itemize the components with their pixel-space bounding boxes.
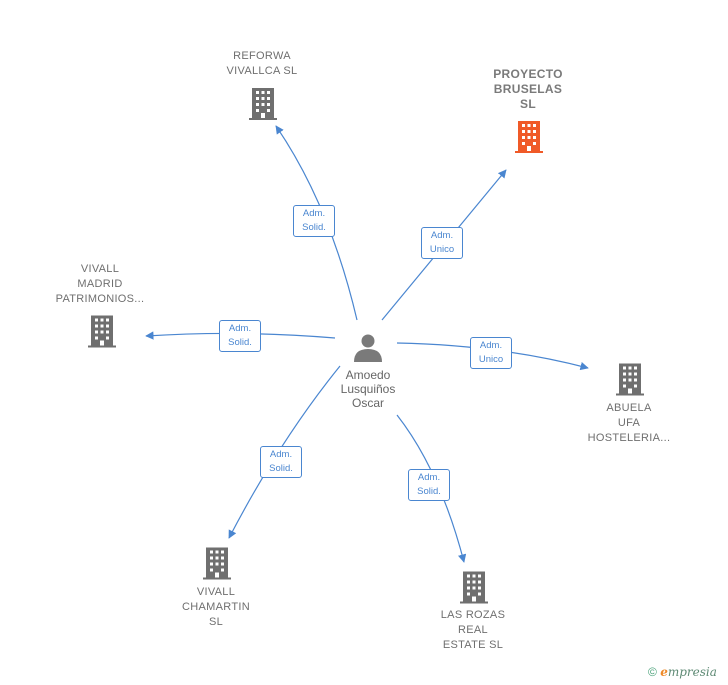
copyright-symbol: © (648, 665, 657, 679)
role-badge-proyecto: Adm.Unico (421, 227, 463, 259)
company-label-chamartin[interactable]: VIVALL CHAMARTIN SL (182, 586, 250, 628)
person-icon[interactable] (354, 334, 382, 363)
company-label-rozas[interactable]: LAS ROZAS REAL ESTATE SL (440, 609, 506, 651)
copyright-footer: © empresia (648, 665, 717, 679)
building-icon-abuela[interactable] (615, 362, 645, 396)
company-label-proyecto[interactable]: PROYECTO BRUSELAS SL (493, 67, 563, 111)
role-badge-abuela: Adm.Unico (470, 337, 512, 369)
building-icon-rozas[interactable] (459, 570, 489, 604)
company-label-abuela[interactable]: ABUELA UFA HOSTELERIA... (587, 402, 671, 444)
role-badge-reforwa: Adm.Solid. (293, 205, 335, 237)
person-name[interactable]: Amoedo Lusquiños Oscar (340, 368, 396, 410)
building-icon-proyecto[interactable] (514, 119, 544, 154)
role-badge-rozas: Adm.Solid. (408, 469, 450, 501)
company-label-vivall-madrid[interactable]: VIVALL MADRID PATRIMONIOS... (55, 263, 145, 305)
role-badge-vivall-madrid: Adm.Solid. (219, 320, 261, 352)
building-icon-reforwa[interactable] (248, 87, 278, 120)
building-icon-vivall-madrid[interactable] (87, 314, 117, 348)
brand-logo: empresia (660, 665, 717, 679)
building-icon-chamartin[interactable] (202, 546, 232, 580)
company-label-reforwa[interactable]: REFORWA VIVALLCA SL (226, 50, 298, 77)
role-badge-chamartin: Adm.Solid. (260, 446, 302, 478)
